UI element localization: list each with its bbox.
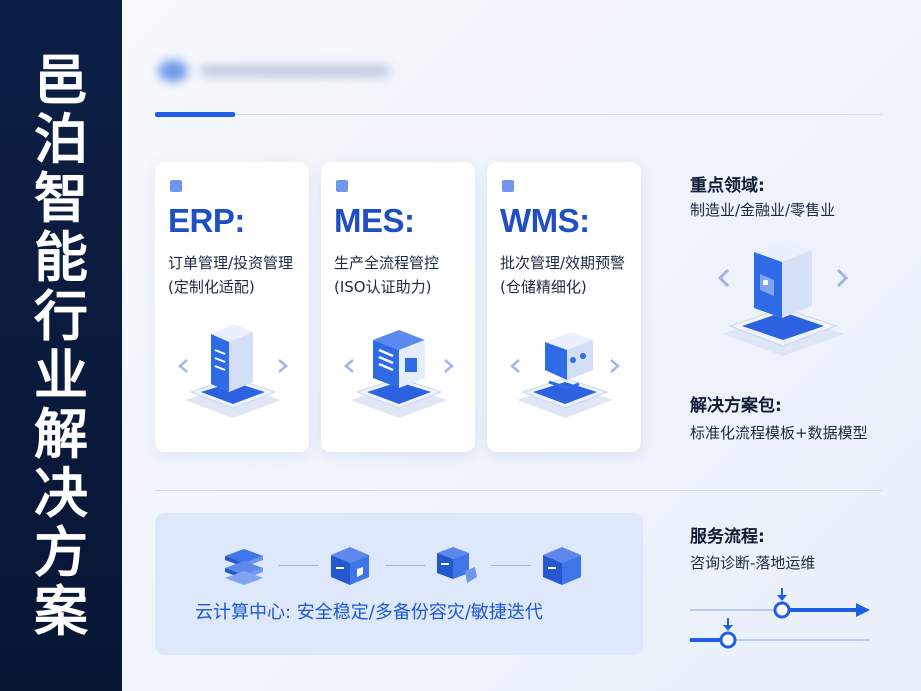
card-marker-icon <box>502 180 514 192</box>
wms-card: WMS: 批次管理/效期预警 (仓储精细化) <box>487 162 641 452</box>
service-text: 咨询诊断-落地运维 <box>690 554 816 572</box>
erp-card: ERP: 订单管理/投资管理 (定制化适配) <box>155 162 309 452</box>
blurred-header <box>158 56 398 86</box>
banner-char: 案 <box>34 579 88 643</box>
cloud-center-panel: 云计算中心: 安全稳定/多备份容灾/敏捷迭代 <box>155 513 643 655</box>
title-banner: 邑泊智能行业解决方案 <box>0 0 122 691</box>
secure-cube-icon <box>331 547 369 585</box>
section-divider <box>155 490 882 491</box>
card-description: 批次管理/效期预警 <box>500 254 626 272</box>
mes-card: MES: 生产全流程管控 (ISO认证助力) <box>321 162 475 452</box>
iteration-cube-icon <box>543 547 581 585</box>
card-note: (定制化适配) <box>168 278 255 296</box>
focus-title: 重点领域: <box>690 176 765 196</box>
server-icon <box>178 324 288 418</box>
accent-underline <box>155 112 235 117</box>
card-marker-icon <box>336 180 348 192</box>
card-title: WMS: <box>500 202 590 239</box>
focus-text: 制造业/金融业/零售业 <box>690 201 836 219</box>
card-description: 生产全流程管控 <box>334 254 440 272</box>
step-connector <box>491 565 531 566</box>
banner-char: 业 <box>34 343 88 407</box>
card-note: (ISO认证助力) <box>334 278 432 296</box>
blurred-header-text <box>200 65 390 77</box>
main-area: ERP: 订单管理/投资管理 (定制化适配) MES: 生产全流程管控 (ISO… <box>122 0 921 691</box>
banner-char: 解 <box>34 402 88 466</box>
banner-char: 邑 <box>34 48 88 112</box>
header-divider <box>235 114 882 115</box>
banner-char: 智 <box>34 166 88 230</box>
backup-cube-icon <box>437 547 477 583</box>
banner-char: 决 <box>34 461 88 525</box>
banner-char: 能 <box>34 225 88 289</box>
step-connector <box>385 565 425 566</box>
card-marker-icon <box>170 180 182 192</box>
package-title: 解决方案包: <box>690 396 782 416</box>
solution-cube-icon <box>717 240 849 356</box>
cloud-center-text: 云计算中心: 安全稳定/多备份容灾/敏捷迭代 <box>195 602 543 623</box>
banner-char: 方 <box>34 520 88 584</box>
card-title: ERP: <box>168 202 245 239</box>
service-title: 服务流程: <box>690 527 765 547</box>
blurred-logo-icon <box>158 60 188 82</box>
banner-char: 行 <box>34 284 88 348</box>
warehouse-robot-icon <box>510 332 620 418</box>
banner-char: 泊 <box>34 107 88 171</box>
card-title: MES: <box>334 202 415 239</box>
card-description: 订单管理/投资管理 <box>168 254 294 272</box>
production-unit-icon <box>344 330 454 418</box>
service-flow-timeline <box>690 588 870 649</box>
step-connector <box>279 565 319 566</box>
card-note: (仓储精细化) <box>500 278 587 296</box>
server-stack-icon <box>225 549 263 585</box>
package-text: 标准化流程模板+数据模型 <box>690 424 868 442</box>
